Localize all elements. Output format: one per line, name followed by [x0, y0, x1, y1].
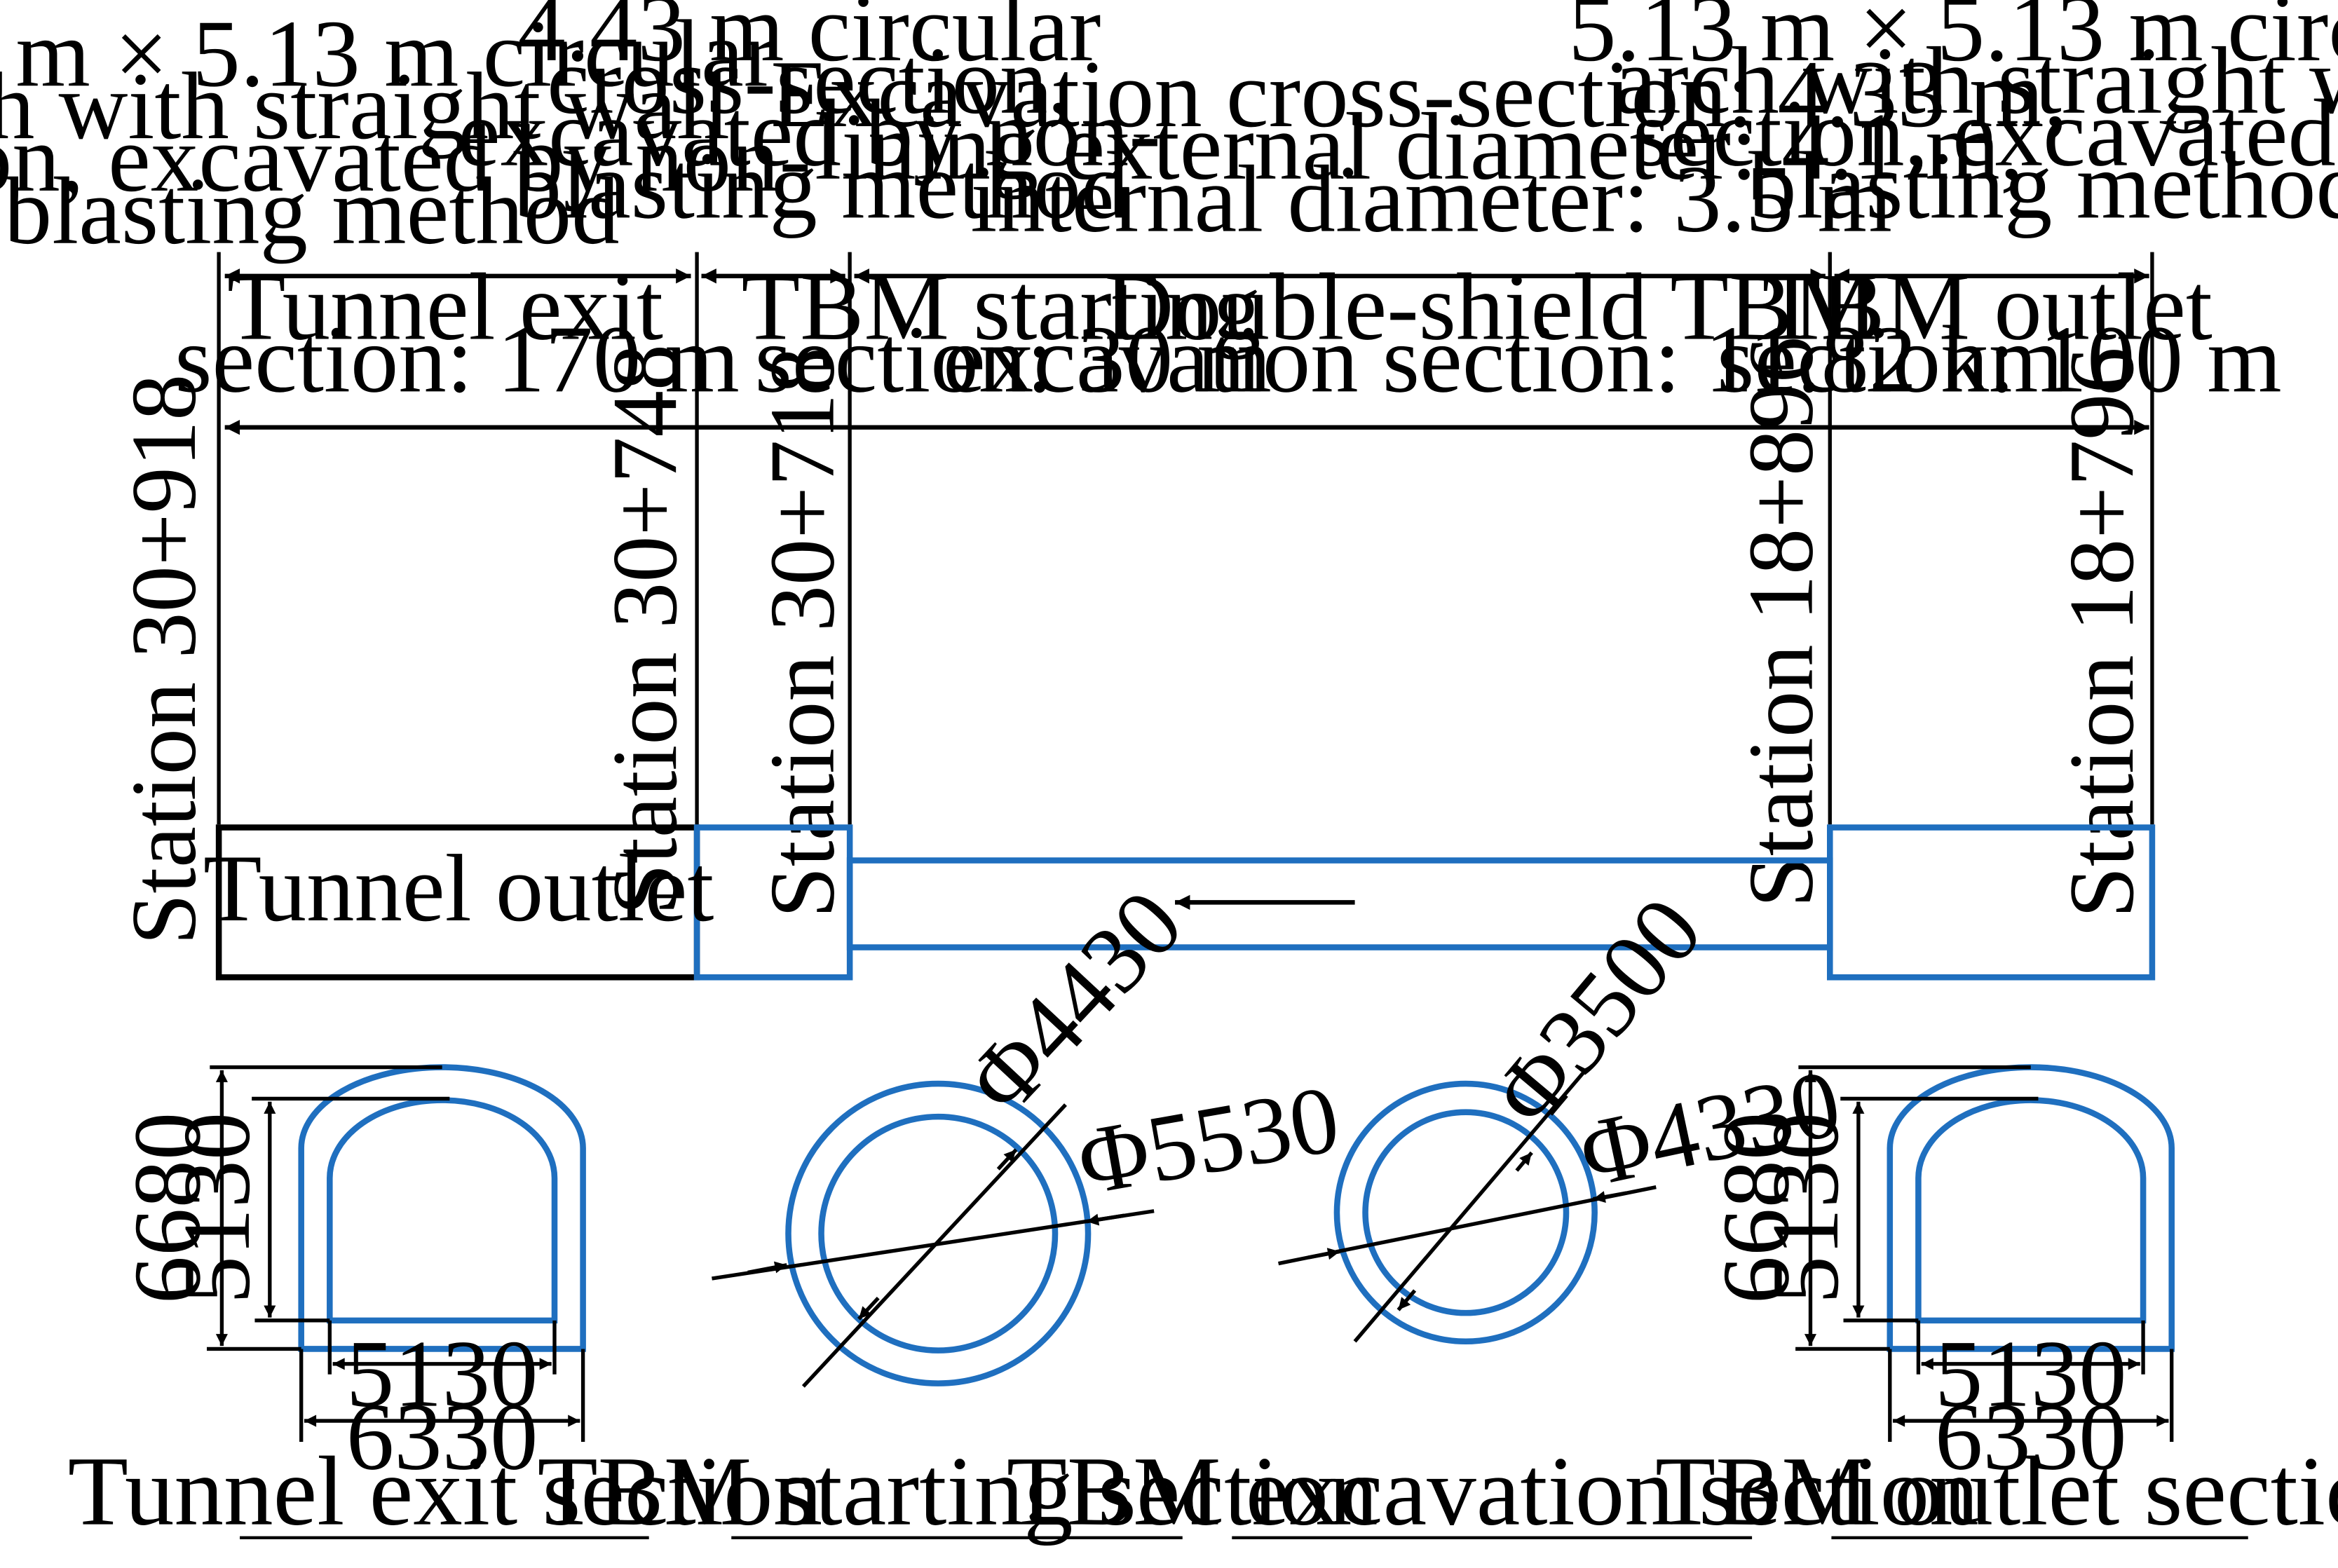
heading-exit-line: arch with straight wall: [0, 53, 730, 159]
section-label-line: excavation section: 11.82 km: [943, 306, 2063, 412]
heading-exit: 5.13 m × 5.13 m circular arch with strai…: [0, 0, 835, 264]
station-label: Station 18+796: [2050, 347, 2153, 918]
ring-outer: [1333, 1080, 1598, 1345]
caption-starting: TBM starting section: [538, 1436, 1378, 1546]
section-label-outlet: TBM outlet section: 100 m: [1717, 254, 2282, 413]
section-label-exit: Tunnel exit section: 170 m: [175, 254, 740, 413]
heading-starting-line: excavated by non-: [458, 80, 1161, 186]
dim-height-outer-label: 6680: [1702, 1112, 1809, 1304]
caption-outlet: TBM outlet section: [1655, 1436, 2338, 1546]
cross-section-exit: 6680 5130 5130 6330: [114, 1064, 586, 1489]
tunnel-profile: [215, 824, 2156, 981]
station-label: Station 30+918: [112, 374, 215, 946]
caption-excavation: TBM excavation section: [1007, 1436, 1979, 1546]
section-label-line: section: 170 m: [175, 306, 740, 412]
station-label: Station 30+748: [593, 344, 696, 915]
section-label-line: TBM starting: [742, 254, 1261, 360]
horseshoe-inner: [1915, 1097, 2147, 1324]
section-label-starting: TBM starting section: 30 m: [742, 254, 1285, 413]
ring-inner: [1362, 1109, 1570, 1316]
station-lines: [217, 252, 2154, 825]
heading-excavation-line: Excavation cross-section: 4.33 m,: [770, 41, 2067, 147]
heading-outlet-line: section, excavated by: [1633, 80, 2338, 186]
dim-arrow: [996, 1148, 1018, 1171]
heading-outlet-line: arch with straight wall: [1614, 27, 2338, 134]
heading-starting-line: 4.43 m circular: [517, 0, 1101, 81]
ring-inner: [818, 1113, 1059, 1354]
dim-arrow: [1396, 1289, 1417, 1311]
heading-exit-line: blasting method: [4, 158, 620, 264]
heading-exit-line: 5.13 m × 5.13 m circular: [0, 0, 775, 107]
dim-arrow: [1086, 1213, 1124, 1226]
diameter-label: Φ5530: [1071, 1065, 1347, 1215]
dim-arrow: [857, 1296, 880, 1321]
heading-excavation: Excavation cross-section: 4.33 m, lining…: [770, 41, 2092, 252]
cross-section-outlet: 6680 5130 5130 6330: [1702, 1064, 2175, 1489]
dim-diameter-line: [1353, 1070, 1586, 1343]
horseshoe-inner: [327, 1097, 558, 1324]
dim-width-outer-label: 6330: [1935, 1383, 2127, 1489]
dim-height-outer-label: 6680: [114, 1112, 220, 1304]
station-label: Station 30+718: [751, 347, 854, 918]
section-label-line: section: 100 m: [1717, 306, 2282, 412]
heading-exit-line: section, excavated by non-: [0, 105, 811, 212]
dim-height-inner-label: 5130: [163, 1112, 270, 1304]
heading-excavation-line: internal diameter: 3.5 m: [970, 146, 1891, 252]
heading-outlet-line: 5.13 m × 5.13 m circular: [1568, 0, 2338, 81]
tunnel-outlet-label: Tunnel outlet: [203, 835, 714, 941]
heading-outlet-line: blasting method: [1748, 132, 2338, 238]
horseshoe-outer: [1887, 1064, 2175, 1352]
heading-starting: 4.43 m circular cross-section, excavated…: [458, 0, 1185, 238]
dim-arrow: [1515, 1151, 1533, 1172]
dim-width-outer-label: 6330: [346, 1383, 538, 1489]
section-label-line: Double-shield TBM: [1104, 254, 1877, 360]
dim-width-inner-label: 5130: [346, 1321, 538, 1427]
ring-outer: [785, 1080, 1092, 1386]
dim-arrow: [1307, 1248, 1340, 1260]
dim-width-inner-label: 5130: [1935, 1321, 2127, 1427]
section-label-excavation: Double-shield TBM excavation section: 11…: [943, 254, 2063, 413]
section-label-line: TBM outlet: [1762, 254, 2213, 360]
dim-arrow: [747, 1261, 787, 1275]
dim-arrow: [1593, 1191, 1627, 1204]
profile-outlet-section: [1827, 824, 2156, 981]
section-label-line: section: 30 m: [755, 306, 1272, 412]
station-label: Station 18+896: [1729, 336, 1833, 908]
dim-height-inner-label: 5130: [1752, 1112, 1858, 1304]
heading-starting-line: blasting method: [514, 132, 1129, 238]
heading-outlet: 5.13 m × 5.13 m circular arch with strai…: [1568, 0, 2338, 238]
captions: Tunnel exit section TBM starting section…: [68, 1436, 2338, 1546]
horseshoe-outer: [298, 1064, 586, 1352]
heading-starting-line: cross-section,: [547, 27, 1071, 134]
heading-excavation-line: lining external diameter: 4.1 m,: [815, 93, 2024, 200]
caption-exit: Tunnel exit section: [68, 1436, 822, 1546]
section-label-line: Tunnel exit: [227, 254, 663, 360]
